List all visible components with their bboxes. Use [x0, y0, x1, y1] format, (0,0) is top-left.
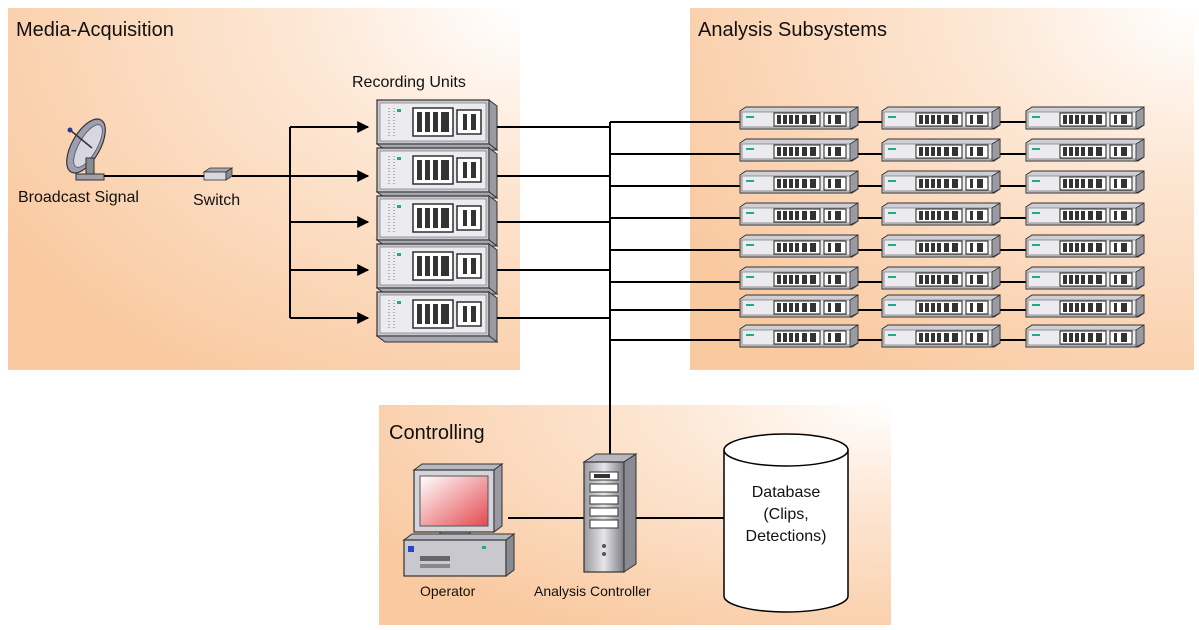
satellite-dish-icon	[66, 118, 106, 181]
analysis-unit	[1025, 170, 1145, 194]
recording-unit	[376, 195, 498, 247]
media-acquisition-title: Media-Acquisition	[16, 19, 174, 41]
database-label-line2: (Clips,	[763, 506, 808, 523]
analysis-unit	[1025, 324, 1145, 348]
analysis-unit	[739, 170, 859, 194]
analysis-unit	[739, 324, 859, 348]
analysis-unit	[881, 202, 1001, 226]
database-cylinder-icon	[723, 433, 849, 613]
analysis-unit	[881, 106, 1001, 130]
recording-unit	[376, 291, 498, 343]
analysis-unit	[881, 324, 1001, 348]
network-bus	[497, 121, 742, 458]
analysis-unit	[739, 202, 859, 226]
switch-label: Switch	[193, 192, 240, 209]
analysis-unit	[881, 234, 1001, 258]
operator-label: Operator	[420, 583, 476, 599]
recording-units-label: Recording Units	[352, 74, 466, 91]
broadcast-signal-label: Broadcast Signal	[18, 189, 139, 206]
analysis-unit	[881, 170, 1001, 194]
recording-unit	[376, 243, 498, 295]
analysis-unit	[739, 234, 859, 258]
analysis-controller-label: Analysis Controller	[534, 583, 651, 599]
database-label-line3: Detections)	[746, 528, 827, 545]
recording-unit	[376, 147, 498, 199]
operator-workstation-icon	[402, 463, 516, 577]
analysis-unit	[739, 106, 859, 130]
analysis-unit	[739, 266, 859, 290]
analysis-unit	[1025, 294, 1145, 318]
analysis-subsystems-title: Analysis Subsystems	[698, 19, 887, 41]
analysis-unit	[1025, 202, 1145, 226]
analysis-unit	[739, 138, 859, 162]
analysis-unit	[1025, 234, 1145, 258]
acquisition-connectors	[104, 121, 370, 324]
recording-units-stack	[376, 99, 498, 343]
analysis-unit	[881, 138, 1001, 162]
analysis-unit	[739, 294, 859, 318]
database-label-line1: Database	[752, 484, 821, 501]
analysis-unit	[1025, 106, 1145, 130]
analysis-unit	[881, 266, 1001, 290]
controlling-title: Controlling	[389, 422, 485, 444]
analysis-unit	[1025, 266, 1145, 290]
analysis-controller-icon	[582, 453, 638, 573]
analysis-unit	[1025, 138, 1145, 162]
analysis-subsystems-grid	[739, 106, 1145, 348]
analysis-unit	[881, 294, 1001, 318]
recording-unit	[376, 99, 498, 151]
switch-icon	[202, 167, 234, 181]
